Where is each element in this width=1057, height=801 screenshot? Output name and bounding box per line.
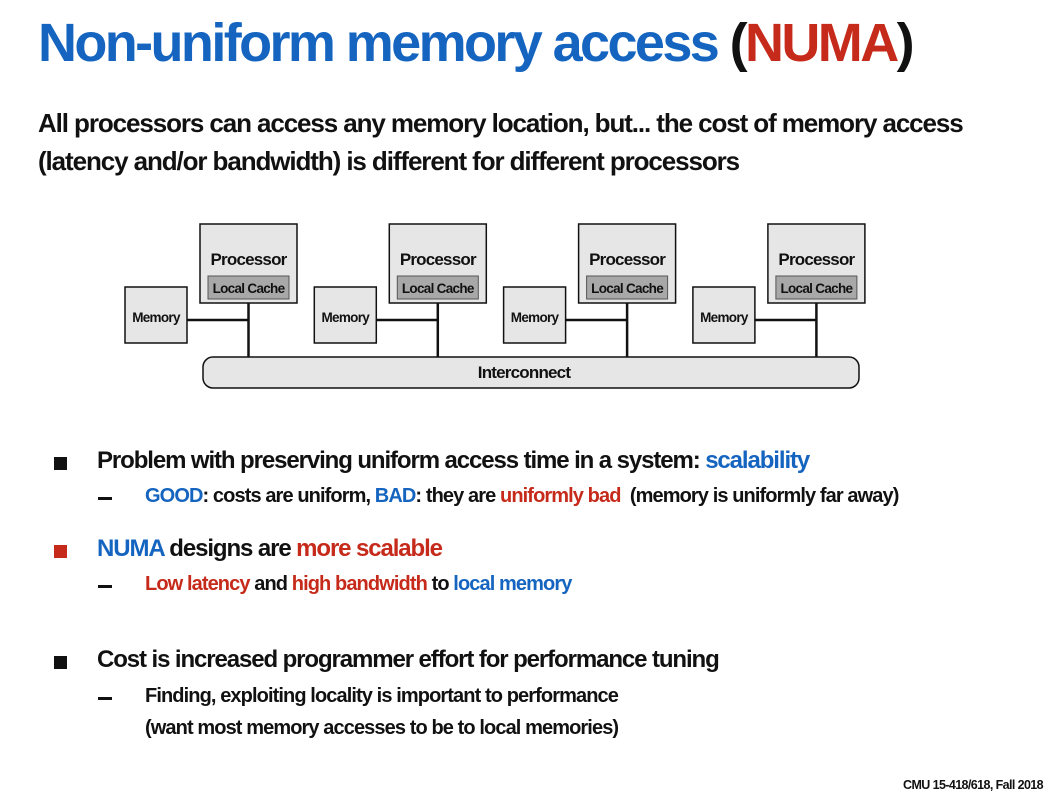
processor-label: Processor xyxy=(211,250,288,269)
bullet-2-text: NUMA designs are more scalable xyxy=(97,535,443,563)
title-open-paren: ( xyxy=(729,13,748,73)
local-cache-box xyxy=(207,275,290,300)
local-cache-box xyxy=(586,275,669,300)
bullet-marker-3 xyxy=(54,656,67,669)
dash-marker-1 xyxy=(98,497,112,500)
high-bandwidth: high bandwidth xyxy=(291,573,428,595)
local-memory: local memory xyxy=(453,573,572,595)
dash-marker-3 xyxy=(98,697,112,700)
to-text: to xyxy=(426,573,454,595)
bullet-1-main: Problem with preserving uniform access t… xyxy=(97,447,706,474)
processor-label: Processor xyxy=(778,250,855,269)
local-cache-label: Local Cache xyxy=(780,281,853,296)
bullet-1-text: Problem with preserving uniform access t… xyxy=(97,447,810,475)
subtitle-line-2: (latency and/or bandwidth) is different … xyxy=(38,146,740,176)
processor-label: Processor xyxy=(589,250,666,269)
bullet-2-numa: NUMA xyxy=(97,535,165,562)
bullet-1-sub: GOOD: costs are uniform, BAD: they are u… xyxy=(145,485,899,508)
bad-label: BAD xyxy=(374,485,417,507)
memory-label: Memory xyxy=(700,310,749,325)
good-label: GOOD xyxy=(145,485,203,507)
memory-box xyxy=(502,286,567,344)
memory-box xyxy=(124,286,188,344)
local-cache-label: Local Cache xyxy=(591,281,664,296)
memory-label: Memory xyxy=(322,310,371,325)
low-latency: Low latency xyxy=(145,573,250,595)
bullet-1-sub-tail: (memory is uniformly far away) xyxy=(620,485,900,507)
bullet-2-highlight: more scalable xyxy=(296,535,443,562)
processor-label: Processor xyxy=(400,250,477,269)
bullet-marker-1 xyxy=(54,457,67,470)
title-close-paren: ) xyxy=(896,13,915,73)
bullet-marker-2 xyxy=(54,545,67,558)
bullet-1-highlight: scalability xyxy=(705,447,810,474)
bullet-3-sub-line-2: (want most memory accesses to be to loca… xyxy=(145,717,619,739)
memory-label: Memory xyxy=(511,310,560,325)
bullet-2-sub: Low latency and high bandwidth to local … xyxy=(145,573,572,596)
local-cache-label: Local Cache xyxy=(402,281,475,296)
memory-label: Memory xyxy=(132,310,181,325)
bullet-3-sub-line-1: Finding, exploiting locality is importan… xyxy=(145,685,619,707)
dash-marker-2 xyxy=(98,585,112,588)
memory-box xyxy=(313,286,378,344)
and-text: and xyxy=(249,573,292,595)
interconnect-bar xyxy=(202,356,860,389)
memory-box xyxy=(692,286,756,344)
title-main: Non-uniform memory access xyxy=(38,13,720,73)
slide-footer: CMU 15-418/618, Fall 2018 xyxy=(903,778,1044,792)
good-text: : costs are uniform, xyxy=(202,485,375,507)
uniformly-bad: uniformly bad xyxy=(500,485,621,507)
interconnect-label: Interconnect xyxy=(478,363,572,382)
local-cache-box xyxy=(775,275,858,300)
slide-title: Non-uniform memory access (NUMA) xyxy=(38,12,915,74)
bullet-2-main: designs are xyxy=(163,535,297,562)
local-cache-box xyxy=(396,275,479,300)
interconnect: Interconnect xyxy=(202,356,860,389)
bullet-3-text: Cost is increased programmer effort for … xyxy=(97,646,720,673)
bad-text: : they are xyxy=(415,485,501,507)
subtitle-line-1: All processors can access any memory loc… xyxy=(38,108,964,138)
local-cache-label: Local Cache xyxy=(213,281,286,296)
title-acronym: NUMA xyxy=(745,13,899,73)
